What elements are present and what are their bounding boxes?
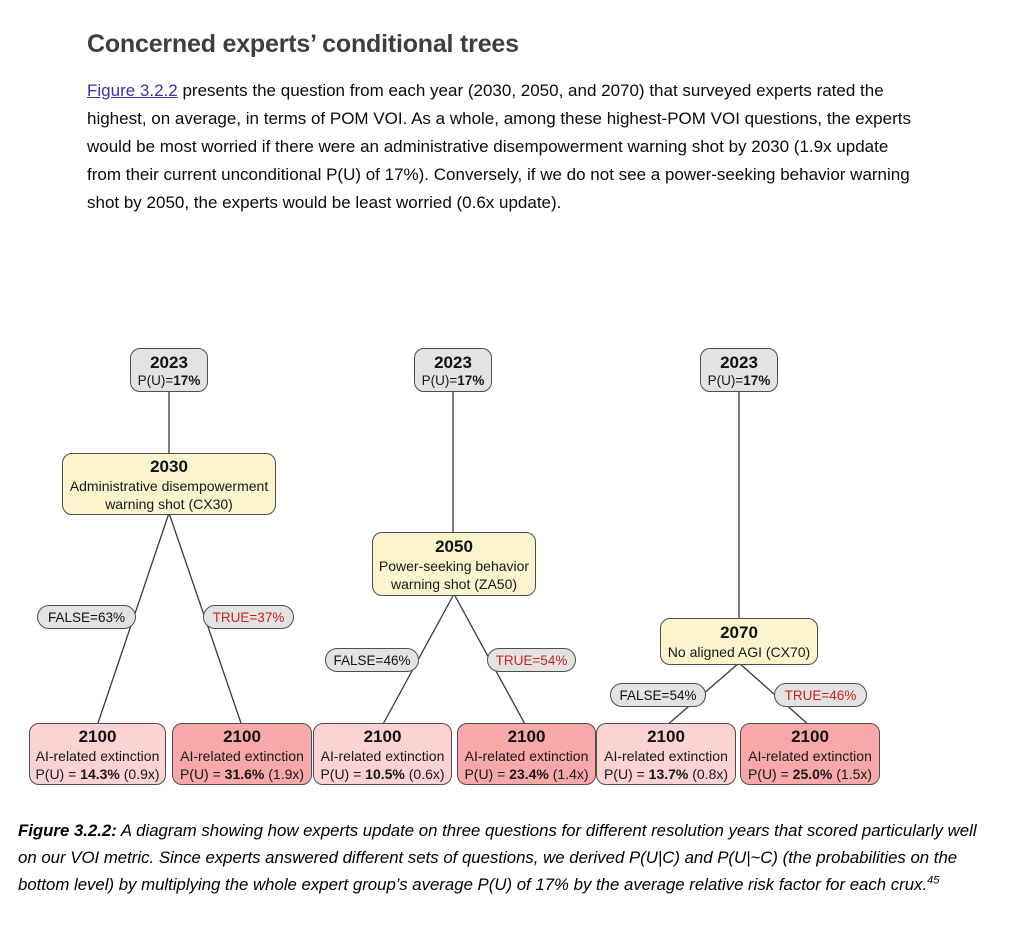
tree3-true-leaf: 2100 AI-related extinction P(U) = 25.0% … [740, 723, 880, 785]
tree2-false-leaf-desc: AI-related extinction [320, 747, 445, 764]
tree3-false-leaf-probability: P(U) = 13.7% (0.8x) [603, 765, 729, 782]
tree2-root-node: 2023 P(U)=17% [414, 348, 492, 392]
intro-text: presents the question from each year (20… [87, 81, 911, 212]
tree2-false-leaf-year: 2100 [363, 726, 402, 746]
figure-link[interactable]: Figure 3.2.2 [87, 81, 178, 100]
tree3-crux-line1: No aligned AGI (CX70) [667, 644, 811, 660]
tree1-true-leaf-desc: AI-related extinction [180, 747, 304, 764]
tree3-root-node: 2023 P(U)=17% [700, 348, 778, 392]
tree1-false-leaf-desc: AI-related extinction [35, 747, 160, 764]
tree1-true-pill: TRUE=37% [203, 605, 294, 629]
tree3-false-leaf-year: 2100 [647, 726, 685, 746]
figure-caption: Figure 3.2.2: A diagram showing how expe… [18, 817, 996, 898]
tree1-false-leaf-probability: P(U) = 14.3% (0.9x) [35, 765, 160, 782]
tree3-root-year: 2023 [720, 352, 758, 372]
tree3-false-pill: FALSE=54% [610, 683, 706, 707]
tree3-true-leaf-year: 2100 [791, 726, 829, 746]
footnote-reference: 45 [927, 874, 940, 887]
tree1-crux-line2: warning shot (CX30) [105, 495, 233, 512]
tree1-root-node: 2023 P(U)=17% [130, 348, 208, 392]
tree2-crux-node: 2050 Power-seeking behavior warning shot… [372, 532, 536, 596]
tree1-crux-year: 2030 [150, 456, 188, 476]
tree1-false-leaf: 2100 AI-related extinction P(U) = 14.3% … [29, 723, 166, 785]
tree1-true-leaf: 2100 AI-related extinction P(U) = 31.6% … [172, 723, 312, 785]
tree2-root-probability: P(U)=17% [421, 372, 485, 388]
tree2-crux-line1: Power-seeking behavior [378, 557, 530, 574]
tree2-true-pill: TRUE=54% [487, 648, 576, 672]
tree2-true-leaf-desc: AI-related extinction [464, 747, 589, 764]
tree2-true-leaf-probability: P(U) = 23.4% (1.4x) [464, 765, 589, 782]
tree1-crux-node: 2030 Administrative disempowerment warni… [62, 453, 276, 515]
tree3-true-pill: TRUE=46% [774, 683, 867, 707]
tree1-root-year: 2023 [150, 352, 188, 372]
tree2-root-year: 2023 [434, 352, 472, 372]
tree2-false-leaf-probability: P(U) = 10.5% (0.6x) [320, 765, 445, 782]
tree2-true-leaf: 2100 AI-related extinction P(U) = 23.4% … [457, 723, 596, 785]
figure-caption-text: A diagram showing how experts update on … [18, 821, 977, 894]
tree1-true-leaf-year: 2100 [223, 726, 261, 746]
tree2-true-leaf-year: 2100 [507, 726, 546, 746]
tree2-crux-year: 2050 [435, 536, 473, 556]
tree3-crux-node: 2070 No aligned AGI (CX70) [660, 618, 818, 665]
tree1-root-probability: P(U)=17% [137, 372, 201, 388]
tree1-true-leaf-probability: P(U) = 31.6% (1.9x) [179, 765, 305, 782]
tree3-true-leaf-probability: P(U) = 25.0% (1.5x) [747, 765, 873, 782]
figure-caption-label: Figure 3.2.2: [18, 821, 117, 840]
tree3-root-probability: P(U)=17% [707, 372, 771, 388]
tree3-crux-year: 2070 [720, 623, 758, 642]
tree3-true-leaf-desc: AI-related extinction [748, 747, 872, 764]
page-title: Concerned experts’ conditional trees [87, 30, 519, 58]
tree2-crux-line2: warning shot (ZA50) [390, 575, 518, 592]
tree1-false-pill: FALSE=63% [37, 605, 136, 629]
tree2-false-leaf: 2100 AI-related extinction P(U) = 10.5% … [313, 723, 452, 785]
tree1-crux-line1: Administrative disempowerment [69, 477, 269, 494]
tree3-false-leaf: 2100 AI-related extinction P(U) = 13.7% … [596, 723, 736, 785]
tree3-false-leaf-desc: AI-related extinction [604, 747, 728, 764]
intro-paragraph: Figure 3.2.2 presents the question from … [87, 77, 925, 217]
tree1-false-leaf-year: 2100 [78, 726, 117, 746]
tree2-false-pill: FALSE=46% [325, 648, 419, 672]
